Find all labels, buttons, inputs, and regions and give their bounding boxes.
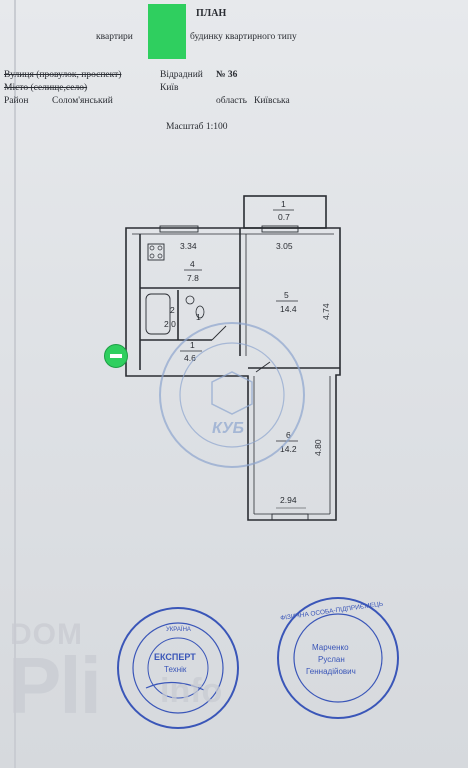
street-value: Відрадний — [160, 70, 203, 80]
plan-subtitle-right: будинку квартирного типу — [190, 32, 297, 42]
room-wc-area: 1 — [196, 312, 201, 322]
toilet-icon — [195, 305, 205, 319]
stamp-name-line3: Геннадійович — [306, 667, 356, 676]
plan-title: ПЛАН — [196, 8, 227, 19]
room6-num: 6 — [286, 430, 291, 440]
district-value: Солом'янський — [52, 96, 113, 106]
stamp-entrepreneur-ring: ФІЗИЧНА ОСОБА-ПІДПРИЄМЕЦЬ — [280, 601, 384, 622]
stamp-expert-line1: ЕКСПЕРТ — [154, 652, 196, 662]
watermark-pli: Pli — [8, 641, 102, 730]
room5-area: 14.4 — [280, 304, 297, 314]
stamp-name-line1: Марченко — [312, 643, 349, 652]
sink-icon — [185, 295, 195, 305]
window-room6 — [271, 513, 309, 521]
stamp-expert-line2: Технік — [164, 665, 187, 674]
bathtub-icon — [145, 293, 171, 335]
region-label: область — [216, 96, 248, 106]
city-value: Київ — [160, 83, 179, 93]
room-balcony-area: 0.7 — [278, 212, 290, 222]
room-kitchen-area: 7.8 — [187, 273, 199, 283]
dim-room6-height: 4.80 — [313, 439, 323, 456]
window-kitchen — [159, 225, 199, 233]
room-hall-num: 1 — [190, 340, 195, 350]
room-bath-area: 2.0 — [164, 319, 176, 329]
outer-walls — [125, 227, 341, 521]
stamp-name-line2: Руслан — [318, 655, 345, 664]
street-label: Вулиця (провулок, проспект) — [4, 70, 122, 80]
room-kitchen-num: 4 — [190, 259, 195, 269]
window-room5 — [261, 225, 299, 233]
center-stamp-text: КУБ — [212, 420, 244, 437]
city-label: Місто (селище,село) — [4, 83, 88, 93]
region-value: Київська — [254, 96, 290, 106]
plan-subtitle-left: квартири — [96, 32, 133, 42]
dim-room5-width: 3.05 — [276, 241, 293, 251]
room-bath-num: 2 — [170, 305, 175, 315]
redaction-dot — [104, 344, 128, 368]
room6-area: 14.2 — [280, 444, 297, 454]
stamp-entrepreneur: ФІЗИЧНА ОСОБА-ПІДПРИЄМЕЦЬ Марченко Русла… — [277, 597, 399, 719]
dim-room5-height: 4.74 — [321, 303, 331, 320]
redaction-block — [148, 4, 186, 59]
stove-icon — [147, 243, 165, 261]
center-stamp: КУБ — [159, 322, 305, 468]
room5-num: 5 — [284, 290, 289, 300]
door-hall — [211, 325, 227, 341]
watermark-dom: DOM — [10, 618, 83, 651]
watermark-info: info — [160, 672, 223, 710]
scale-label: Масштаб 1:100 — [166, 122, 228, 132]
room-hall-area: 4.6 — [184, 353, 196, 363]
district-label: Район — [4, 96, 29, 106]
dim-kitchen-width: 3.34 — [180, 241, 197, 251]
binder-line — [14, 0, 16, 768]
door-room6 — [255, 361, 271, 373]
room-balcony-num: 1 — [281, 199, 286, 209]
dim-room6-width: 2.94 — [280, 495, 297, 505]
apartment-number: № 36 — [216, 70, 238, 80]
stamp-expert: УКРАЇНА ЕКСПЕРТ Технік — [117, 607, 239, 729]
stamp-expert-ring: УКРАЇНА — [166, 626, 191, 633]
